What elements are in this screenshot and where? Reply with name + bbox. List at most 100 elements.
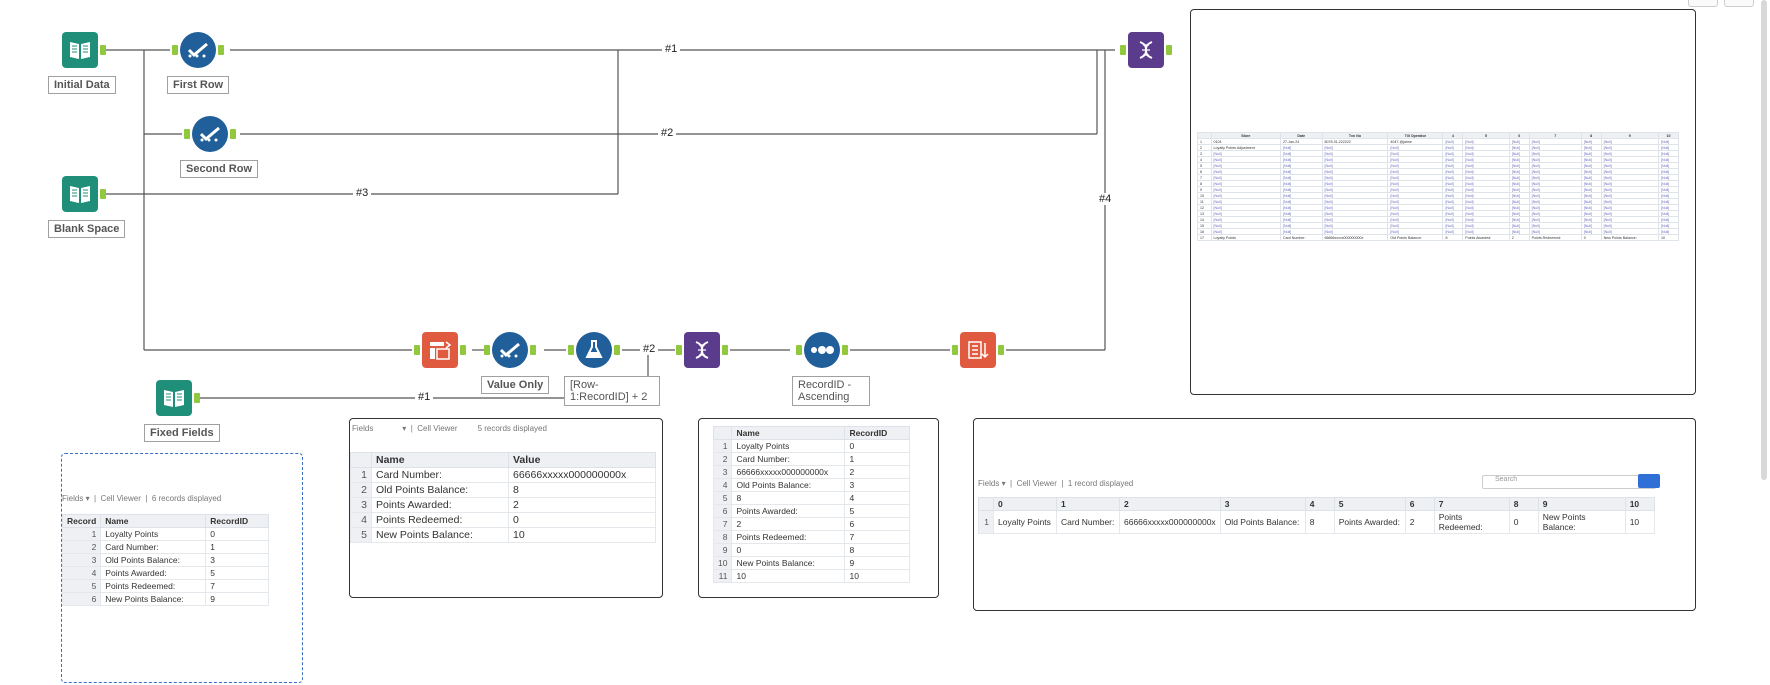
column-header[interactable]: RecordID — [205, 514, 270, 528]
input-anchor[interactable] — [676, 345, 682, 355]
input-data-tool[interactable] — [62, 176, 106, 212]
input-anchor[interactable] — [414, 345, 420, 355]
fields-button[interactable]: Fields — [62, 494, 84, 503]
window-button[interactable] — [1724, 0, 1754, 7]
table-cell: 5 — [712, 491, 733, 505]
output-anchor[interactable] — [218, 45, 224, 55]
input-anchor[interactable] — [172, 45, 178, 55]
transpose-tool[interactable] — [414, 332, 466, 368]
column-header[interactable]: 8 — [1508, 497, 1539, 511]
transpose-icon — [422, 332, 458, 368]
value-only-preview[interactable]: Fields ▾ | Cell Viewer 5 records display… — [349, 418, 663, 598]
column-header[interactable]: 6 — [1404, 497, 1435, 511]
column-header[interactable]: 1 — [1056, 497, 1120, 511]
preview-toolbar: Fields ▾ | Cell Viewer 5 records display… — [352, 424, 547, 433]
output-anchor[interactable] — [460, 345, 466, 355]
fields-button[interactable]: Fields — [978, 479, 1000, 488]
column-header[interactable]: Name — [731, 426, 846, 440]
input-anchor[interactable] — [952, 345, 958, 355]
cell-viewer-button[interactable]: Cell Viewer — [417, 424, 458, 433]
table-cell: 3 — [205, 553, 270, 567]
fixed-fields-preview[interactable]: Fields ▾ | Cell Viewer | 6 records displ… — [61, 453, 303, 683]
sample-tool[interactable] — [172, 32, 224, 68]
column-header[interactable]: RecordID — [844, 426, 911, 440]
cell-viewer-button[interactable]: Cell Viewer — [100, 494, 141, 503]
output-anchor[interactable] — [530, 345, 536, 355]
crosstab-preview[interactable]: Fields ▾ | Cell Viewer | 1 record displa… — [973, 418, 1696, 611]
input-data-tool[interactable] — [156, 380, 200, 416]
output-anchor[interactable] — [998, 345, 1004, 355]
filter-tool[interactable] — [484, 332, 536, 368]
column-header[interactable]: 2 — [1119, 497, 1221, 511]
column-header[interactable]: 7 — [1433, 497, 1510, 511]
output-anchor[interactable] — [194, 393, 200, 403]
sort-tool[interactable] — [952, 332, 1004, 368]
table-cell: 10 — [844, 569, 911, 583]
input-anchor[interactable] — [796, 345, 802, 355]
output-anchor[interactable] — [722, 345, 728, 355]
input-anchor[interactable] — [1120, 45, 1126, 55]
column-header[interactable]: Record — [62, 514, 102, 528]
output-anchor[interactable] — [842, 345, 848, 355]
input-anchor[interactable] — [184, 129, 190, 139]
table-cell: 3 — [350, 497, 372, 513]
output-anchor[interactable] — [230, 129, 236, 139]
input-anchor[interactable] — [568, 345, 574, 355]
column-header[interactable]: Name — [100, 514, 207, 528]
cell-viewer-button[interactable]: Cell Viewer — [1016, 479, 1057, 488]
output-anchor[interactable] — [1166, 45, 1172, 55]
column-header[interactable]: 5 — [1333, 497, 1406, 511]
options-button[interactable] — [1638, 474, 1660, 488]
output-anchor[interactable] — [100, 189, 106, 199]
vertical-scrollbar[interactable] — [1761, 0, 1767, 480]
column-header[interactable]: Value — [508, 452, 656, 468]
sample-tool[interactable] — [184, 116, 236, 152]
column-header[interactable]: 10 — [1624, 497, 1655, 511]
search-input[interactable]: Search — [1482, 475, 1656, 489]
output-anchor[interactable] — [100, 45, 106, 55]
column-header[interactable]: 9 — [1537, 497, 1626, 511]
column-header[interactable]: 3 — [1219, 497, 1306, 511]
table-cell: 10 — [1624, 510, 1655, 534]
multi-row-formula-tool[interactable] — [568, 332, 620, 368]
record-id-tool[interactable] — [796, 332, 848, 368]
preview-toolbar: Fields ▾ | Cell Viewer | 1 record displa… — [978, 479, 1134, 488]
union-tool[interactable] — [1120, 32, 1172, 68]
column-header[interactable]: Name — [371, 452, 509, 468]
column-header[interactable]: 0 — [993, 497, 1057, 511]
window-button[interactable] — [1688, 0, 1718, 7]
crosstab-tool[interactable] — [676, 332, 728, 368]
output-anchor[interactable] — [614, 345, 620, 355]
column-header[interactable]: 4 — [1304, 497, 1335, 511]
fields-button[interactable]: Fields — [352, 424, 374, 433]
input-anchor[interactable] — [484, 345, 490, 355]
input-data-tool[interactable] — [62, 32, 106, 68]
book-icon — [62, 176, 98, 212]
